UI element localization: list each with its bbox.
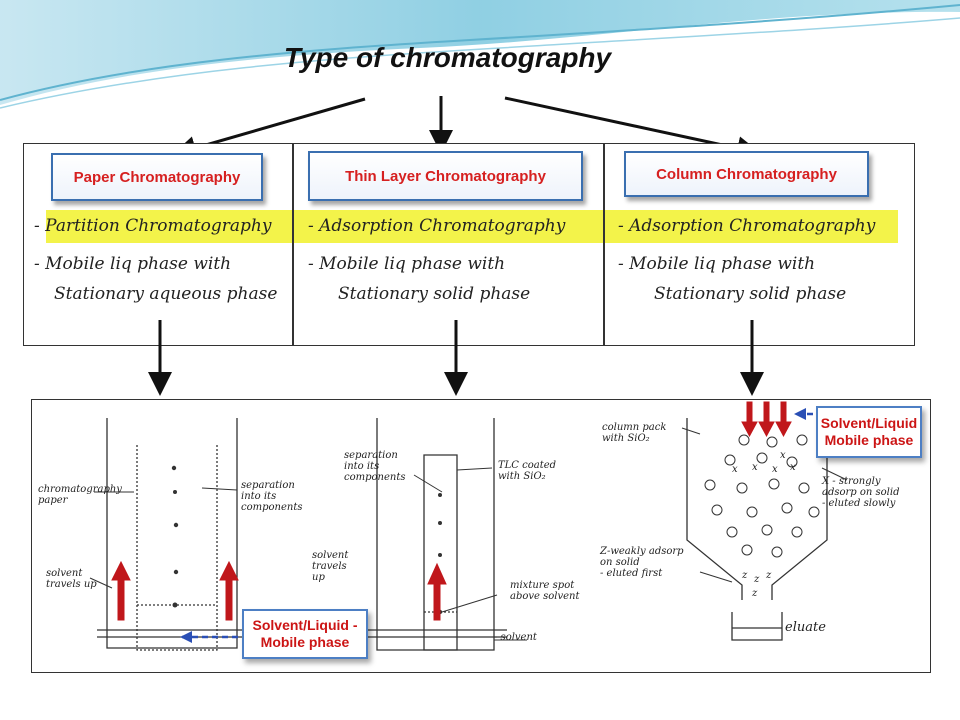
mobile-text: - Mobile liq phase with — [618, 254, 816, 274]
label-column-pack: column pack with SiO₂ — [602, 422, 667, 444]
z-mark: z — [765, 570, 772, 581]
column-divider — [603, 144, 605, 345]
type-highlight — [46, 210, 898, 243]
stationary-text: Stationary solid phase — [338, 284, 531, 304]
label-solvent: - solvent — [494, 632, 537, 643]
label-tlc-coated: TLC coated with SiO₂ — [498, 460, 557, 482]
header-column-chromatography: Column Chromatography — [624, 151, 869, 197]
column-divider — [292, 144, 294, 345]
label-separation: separation into its components — [241, 480, 303, 513]
callout-solvent-mobile-phase: Solvent/Liquid - Mobile phase — [242, 609, 368, 659]
tlc-drawing — [367, 418, 527, 651]
diagram-panel: chromatography paper separation into its… — [31, 399, 931, 673]
label-eluate: eluate — [785, 620, 826, 635]
type-text: - Adsorption Chromatography — [308, 216, 566, 236]
x-mark: x — [752, 462, 758, 473]
label-separation: separation into its components — [344, 450, 406, 483]
header-tlc: Thin Layer Chromatography — [308, 151, 583, 201]
x-mark: x — [732, 464, 738, 475]
mobile-text: - Mobile liq phase with — [308, 254, 506, 274]
z-mark: z — [751, 588, 758, 599]
x-mark: x — [772, 464, 778, 475]
label-mixture-spot: mixture spot above solvent — [510, 580, 580, 602]
label-solvent-travels-up: solvent travels up — [46, 568, 97, 590]
header-paper-chromatography: Paper Chromatography — [51, 153, 263, 201]
x-mark: x — [790, 462, 796, 473]
label-chromatography-paper: chromatography paper — [38, 484, 122, 506]
type-text: - Adsorption Chromatography — [618, 216, 876, 236]
z-mark: z — [741, 570, 748, 581]
column-drawing: x x x x x z z z z — [681, 401, 848, 641]
z-mark: z — [753, 574, 760, 585]
stationary-text: Stationary aqueous phase — [54, 284, 278, 304]
background-swoosh — [0, 0, 960, 109]
title-arrows — [172, 96, 761, 160]
down-arrows — [148, 320, 764, 396]
stationary-text: Stationary solid phase — [654, 284, 847, 304]
mobile-text: - Mobile liq phase with — [34, 254, 232, 274]
label-z-weakly: Z-weakly adsorp on solid - eluted first — [600, 546, 684, 579]
paper-chromatography-drawing — [89, 418, 302, 651]
page-title: Type of chromatography — [283, 42, 612, 73]
label-solvent-travels: solvent travels up — [312, 550, 349, 583]
type-text: - Partition Chromatography — [34, 216, 272, 236]
callout-solvent-mobile-phase-top: Solvent/Liquid Mobile phase — [816, 406, 922, 458]
label-x-strongly: X - strongly adsorp on solid - eluted sl… — [822, 476, 900, 509]
comparison-table: Paper Chromatography - Partition Chromat… — [23, 143, 915, 346]
x-mark: x — [780, 450, 786, 461]
